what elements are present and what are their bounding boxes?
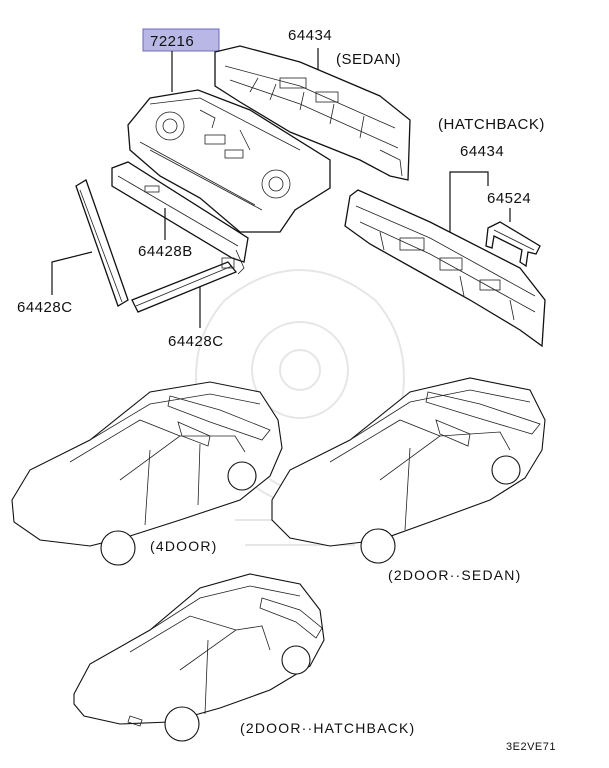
package-tray-panel [127, 89, 331, 233]
part-number-64434-hatchback: 64434 [460, 143, 504, 160]
car-2door-hatchback [73, 573, 325, 742]
car-4door [11, 381, 283, 566]
part-number-highlight [142, 28, 220, 52]
figure-code: 3E2VE71 [506, 741, 556, 753]
variant-label-hatchback: (HATCHBACK) [438, 116, 545, 133]
part-number-72216: 72216 [150, 33, 194, 50]
part-number-64428C-right: 64428C [168, 333, 224, 350]
hatchback-rear-panel [344, 189, 546, 348]
reinforcement-64428C-left [75, 179, 129, 307]
part-number-64428B: 64428B [138, 243, 193, 260]
reinforcement-64428B [111, 161, 249, 275]
part-number-64524: 64524 [487, 190, 531, 207]
reinforcement-64428C-right [131, 257, 238, 313]
part-number-64428C-left: 64428C [17, 299, 73, 316]
variant-label-sedan: (SEDAN) [336, 51, 401, 68]
car-2door-sedan [271, 377, 546, 564]
caption-2door-sedan: (2DOOR··SEDAN) [388, 567, 521, 583]
caption-2door-hatchback: (2DOOR··HATCHBACK) [240, 720, 415, 736]
part-number-64434-sedan: 64434 [288, 27, 332, 44]
bracket-64524 [485, 221, 541, 268]
sedan-rear-panel [214, 45, 411, 181]
caption-4door: (4DOOR) [150, 538, 218, 554]
